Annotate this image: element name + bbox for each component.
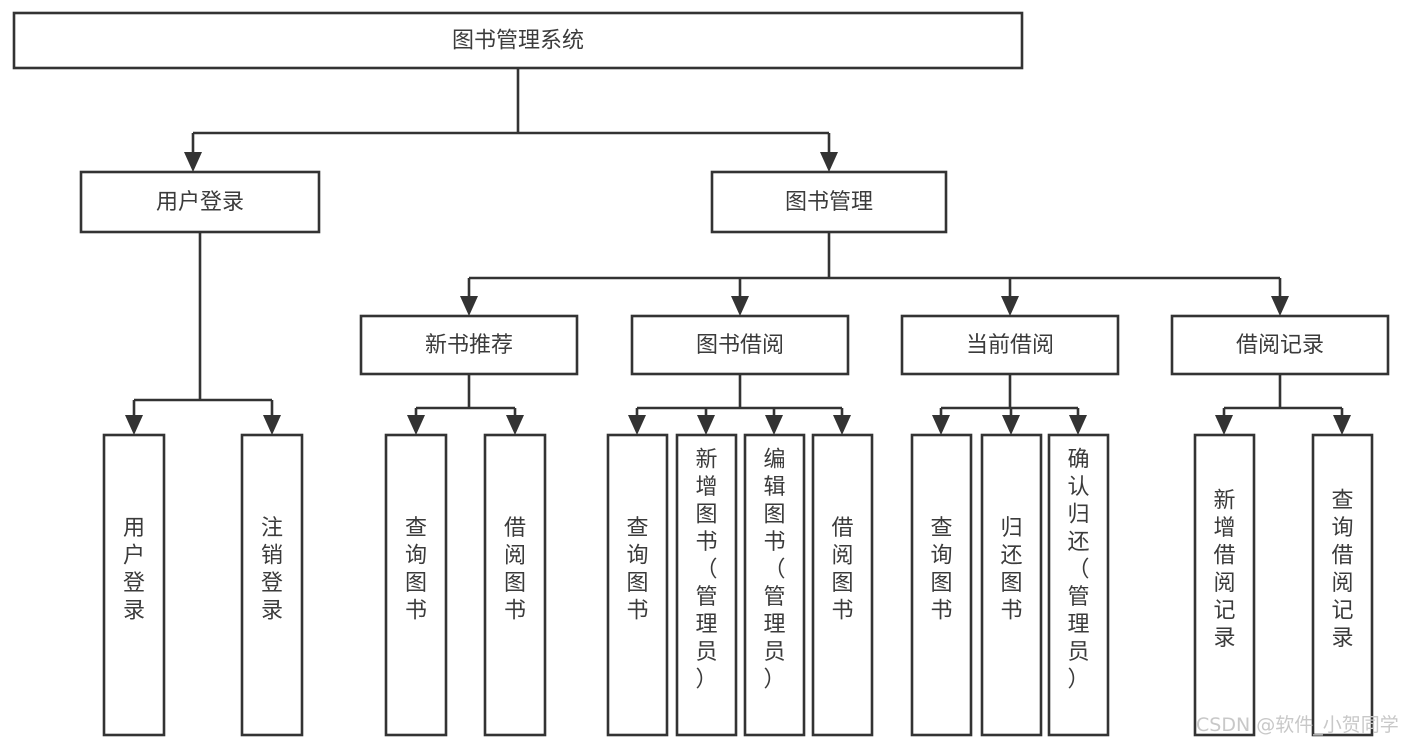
node-layer: 图书管理系统用户登录图书管理新书推荐图书借阅当前借阅借阅记录用户登录注销登录查询… bbox=[12, 11, 1390, 737]
node-box-leaf-query-book-3[interactable] bbox=[910, 433, 973, 737]
node-box-leaf-add-record[interactable] bbox=[1193, 433, 1256, 737]
arrow-head-icon bbox=[932, 415, 950, 435]
node-box-leaf-logout[interactable] bbox=[240, 433, 304, 737]
arrow-head-icon bbox=[628, 415, 646, 435]
arrow-head-icon bbox=[833, 415, 851, 435]
node-leaf-query-book-2[interactable]: 查询图书 bbox=[606, 433, 669, 737]
node-root[interactable]: 图书管理系统 bbox=[12, 11, 1024, 70]
node-box-leaf-user-login[interactable] bbox=[102, 433, 166, 737]
node-user-login[interactable]: 用户登录 bbox=[79, 170, 321, 234]
arrow-head-icon bbox=[1069, 415, 1087, 435]
node-leaf-logout[interactable]: 注销登录 bbox=[240, 433, 304, 737]
node-label-leaf-return-book: 归还图书 bbox=[1000, 516, 1022, 624]
node-box-leaf-return-book[interactable] bbox=[980, 433, 1043, 737]
watermark-layer: CSDN @软件_小贺同学 bbox=[1196, 714, 1399, 736]
node-label-leaf-edit-book: 编辑图书（管理员） bbox=[763, 447, 785, 692]
node-label-root: 图书管理系统 bbox=[452, 29, 584, 54]
node-book-manage[interactable]: 图书管理 bbox=[710, 170, 948, 234]
node-leaf-return-book[interactable]: 归还图书 bbox=[980, 433, 1043, 737]
node-box-leaf-add-book[interactable] bbox=[675, 433, 738, 737]
node-label-user-login: 用户登录 bbox=[156, 190, 244, 215]
node-box-leaf-query-book-2[interactable] bbox=[606, 433, 669, 737]
connector-conn-new-book bbox=[407, 374, 524, 435]
node-label-leaf-logout: 注销登录 bbox=[261, 516, 283, 624]
node-box-current-borrow[interactable] bbox=[900, 314, 1120, 376]
node-label-current-borrow: 当前借阅 bbox=[966, 333, 1054, 358]
node-box-leaf-query-record[interactable] bbox=[1311, 433, 1374, 737]
node-box-root[interactable] bbox=[12, 11, 1024, 70]
arrow-head-icon bbox=[1001, 296, 1019, 316]
node-leaf-query-book-1[interactable]: 查询图书 bbox=[384, 433, 448, 737]
node-box-book-borrow[interactable] bbox=[630, 314, 850, 376]
arrow-head-icon bbox=[125, 415, 143, 435]
watermark-text: CSDN @软件_小贺同学 bbox=[1196, 714, 1399, 736]
node-label-borrow-record: 借阅记录 bbox=[1236, 333, 1324, 358]
node-label-leaf-confirm-return: 确认归还（管理员） bbox=[1067, 447, 1089, 692]
node-box-leaf-borrow-book-1[interactable] bbox=[483, 433, 547, 737]
node-leaf-add-book[interactable]: 新增图书（管理员） bbox=[675, 433, 738, 737]
arrow-head-icon bbox=[697, 415, 715, 435]
connector-conn-current-borrow bbox=[932, 374, 1087, 435]
connector-conn-borrow-record bbox=[1215, 374, 1351, 435]
arrow-head-icon bbox=[460, 296, 478, 316]
connector-layer bbox=[125, 68, 1351, 435]
node-box-new-book-recommend[interactable] bbox=[359, 314, 579, 376]
arrow-head-icon bbox=[1002, 415, 1020, 435]
node-box-user-login[interactable] bbox=[79, 170, 321, 234]
node-leaf-borrow-book-2[interactable]: 借阅图书 bbox=[811, 433, 874, 737]
node-box-leaf-confirm-return[interactable] bbox=[1047, 433, 1110, 737]
arrow-head-icon bbox=[184, 152, 202, 172]
node-current-borrow[interactable]: 当前借阅 bbox=[900, 314, 1120, 376]
node-label-leaf-query-book-3: 查询图书 bbox=[930, 516, 952, 624]
arrow-head-icon bbox=[1271, 296, 1289, 316]
node-borrow-record[interactable]: 借阅记录 bbox=[1170, 314, 1390, 376]
arrow-head-icon bbox=[765, 415, 783, 435]
node-label-leaf-query-record: 查询借阅记录 bbox=[1331, 489, 1353, 652]
node-label-leaf-query-book-2: 查询图书 bbox=[626, 516, 648, 624]
arrow-head-icon bbox=[731, 296, 749, 316]
connector-conn-root bbox=[184, 68, 838, 172]
node-label-leaf-borrow-book-1: 借阅图书 bbox=[504, 516, 526, 624]
arrow-head-icon bbox=[820, 152, 838, 172]
node-leaf-edit-book[interactable]: 编辑图书（管理员） bbox=[743, 433, 806, 737]
node-label-leaf-query-book-1: 查询图书 bbox=[405, 516, 427, 624]
arrow-head-icon bbox=[407, 415, 425, 435]
node-box-leaf-borrow-book-2[interactable] bbox=[811, 433, 874, 737]
node-label-book-manage: 图书管理 bbox=[785, 190, 873, 215]
arrow-head-icon bbox=[1215, 415, 1233, 435]
connector-conn-book-manage bbox=[460, 232, 1289, 316]
node-leaf-user-login[interactable]: 用户登录 bbox=[102, 433, 166, 737]
node-label-book-borrow: 图书借阅 bbox=[696, 333, 784, 358]
node-leaf-add-record[interactable]: 新增借阅记录 bbox=[1193, 433, 1256, 737]
node-leaf-query-record[interactable]: 查询借阅记录 bbox=[1311, 433, 1374, 737]
node-leaf-confirm-return[interactable]: 确认归还（管理员） bbox=[1047, 433, 1110, 737]
node-box-book-manage[interactable] bbox=[710, 170, 948, 234]
node-box-leaf-query-book-1[interactable] bbox=[384, 433, 448, 737]
node-label-leaf-borrow-book-2: 借阅图书 bbox=[831, 516, 853, 624]
node-box-borrow-record[interactable] bbox=[1170, 314, 1390, 376]
node-label-new-book-recommend: 新书推荐 bbox=[425, 333, 513, 358]
node-label-leaf-user-login: 用户登录 bbox=[123, 516, 145, 624]
node-book-borrow[interactable]: 图书借阅 bbox=[630, 314, 850, 376]
arrow-head-icon bbox=[506, 415, 524, 435]
node-new-book-recommend[interactable]: 新书推荐 bbox=[359, 314, 579, 376]
connector-conn-book-borrow bbox=[628, 374, 851, 435]
arrow-head-icon bbox=[263, 415, 281, 435]
node-label-leaf-add-book: 新增图书（管理员） bbox=[695, 447, 717, 692]
node-label-leaf-add-record: 新增借阅记录 bbox=[1213, 489, 1235, 652]
node-leaf-borrow-book-1[interactable]: 借阅图书 bbox=[483, 433, 547, 737]
node-box-leaf-edit-book[interactable] bbox=[743, 433, 806, 737]
arrow-head-icon bbox=[1333, 415, 1351, 435]
connector-conn-user-login bbox=[125, 232, 281, 435]
node-leaf-query-book-3[interactable]: 查询图书 bbox=[910, 433, 973, 737]
